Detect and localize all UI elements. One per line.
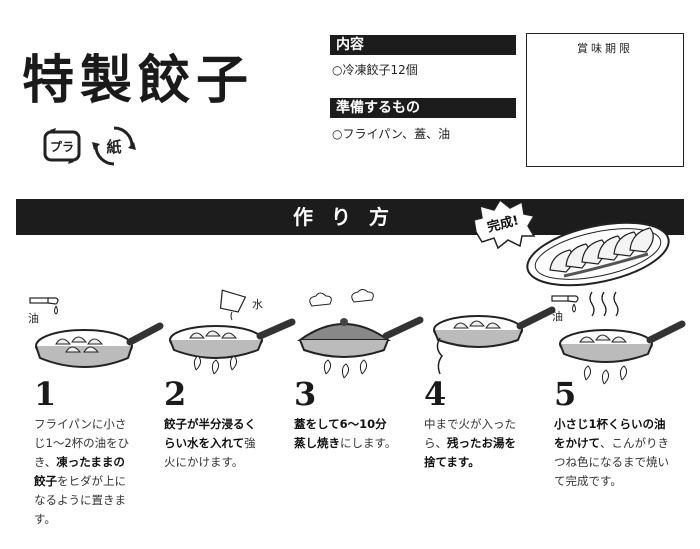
contents-heading: 内容 [330,35,516,55]
step-1-number: 1 [34,375,57,413]
step-4-illustration [433,306,556,375]
step-3-number: 3 [294,375,317,413]
paper-label: 紙 [106,138,121,156]
best-before-label: 賞味期限 [577,42,633,55]
water-label: 水 [252,298,263,311]
oil-label-2: 油 [552,309,563,323]
step-5-description: 小さじ1杯くらいの油をかけて、こんがりきつね色になるまで焼いて完成です。 [554,417,669,488]
step-2-description: 餃子が半分浸るくらい水を入れて強火にかけます。 [164,417,256,469]
step-4-description: 中まで火が入ったら、残ったお湯を捨てます。 [424,417,516,469]
step-2-illustration: 水 [169,289,296,375]
prepare-heading: 準備するもの [330,98,516,118]
plastic-recycle-icon: プラ [43,128,81,164]
step-5-illustration: 油 [551,291,686,385]
oil-label: 油 [28,311,39,325]
step-2-number: 2 [164,375,187,413]
step-1-description: フライパンに小さじ1〜2杯の油をひき、凍ったままの餃子をヒダが上になるように置き… [34,417,130,526]
howto-heading: 作り方 [16,199,684,235]
product-title: 特製餃子 [22,50,255,111]
best-before-box: 賞味期限 [526,33,684,167]
completed-gyoza-illustration: 完成! [473,198,670,287]
contents-text: ○冷凍餃子12個 [332,63,418,77]
plastic-label: プラ [50,139,74,154]
step-5-number: 5 [554,375,577,413]
step-3-description: 蓋をして6〜10分蒸し焼きにします。 [294,417,397,450]
step-1-illustration: 油 [28,297,164,368]
step-3-illustration [296,289,424,379]
step-4-number: 4 [424,375,447,413]
paper-recycle-icon: 紙 [92,126,136,166]
complete-label: 完成! [486,212,521,235]
prepare-text: ○フライパン、蓋、油 [332,127,451,141]
